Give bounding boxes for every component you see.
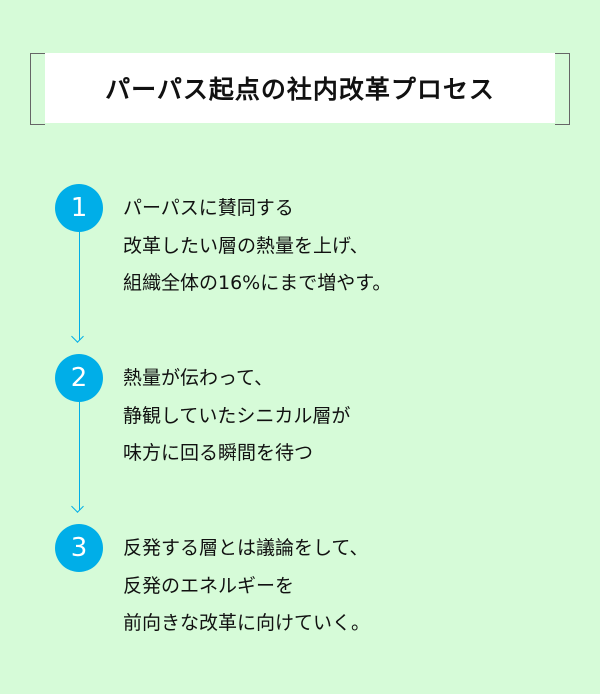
step-3-line: 反発のエネルギーを <box>123 574 295 597</box>
step-3-line: 反発する層とは議論をして、 <box>123 537 369 559</box>
step-2-line: 熱量が伝わって、 <box>123 367 274 389</box>
step-3-text: 反発する層とは議論をして、 反発のエネルギーを 前向きな改革に向けていく。 <box>123 530 370 643</box>
step-3-badge: 3 <box>55 524 103 572</box>
step-1-text: パーパスに賛同する 改革したい層の熱量を上げ、 組織全体の16%にまで増やす。 <box>123 190 391 303</box>
step-1-line: パーパスに賛同する <box>123 197 294 219</box>
connector-line-2 <box>78 402 80 510</box>
step-2-text: 熱量が伝わって、 静観していたシニカル層が 味方に回る瞬間を待つ <box>123 360 350 473</box>
step-2-line: 静観していたシニカル層が <box>123 404 351 427</box>
step-1-badge: 1 <box>55 184 103 232</box>
connector-line-1 <box>78 232 80 340</box>
title-bracket-left <box>30 53 45 125</box>
page-title: パーパス起点の社内改革プロセス <box>45 53 555 123</box>
title-bracket-right <box>555 53 570 125</box>
arrow-down-icon <box>71 500 84 513</box>
step-3-line: 前向きな改革に向けていく。 <box>123 612 371 634</box>
step-1-line: 組織全体の16%にまで増やす。 <box>123 272 392 294</box>
step-2-line: 味方に回る瞬間を待つ <box>123 442 314 464</box>
step-1-line: 改革したい層の熱量を上げ、 <box>123 234 369 257</box>
arrow-down-icon <box>71 330 84 343</box>
step-2-badge: 2 <box>55 354 103 402</box>
